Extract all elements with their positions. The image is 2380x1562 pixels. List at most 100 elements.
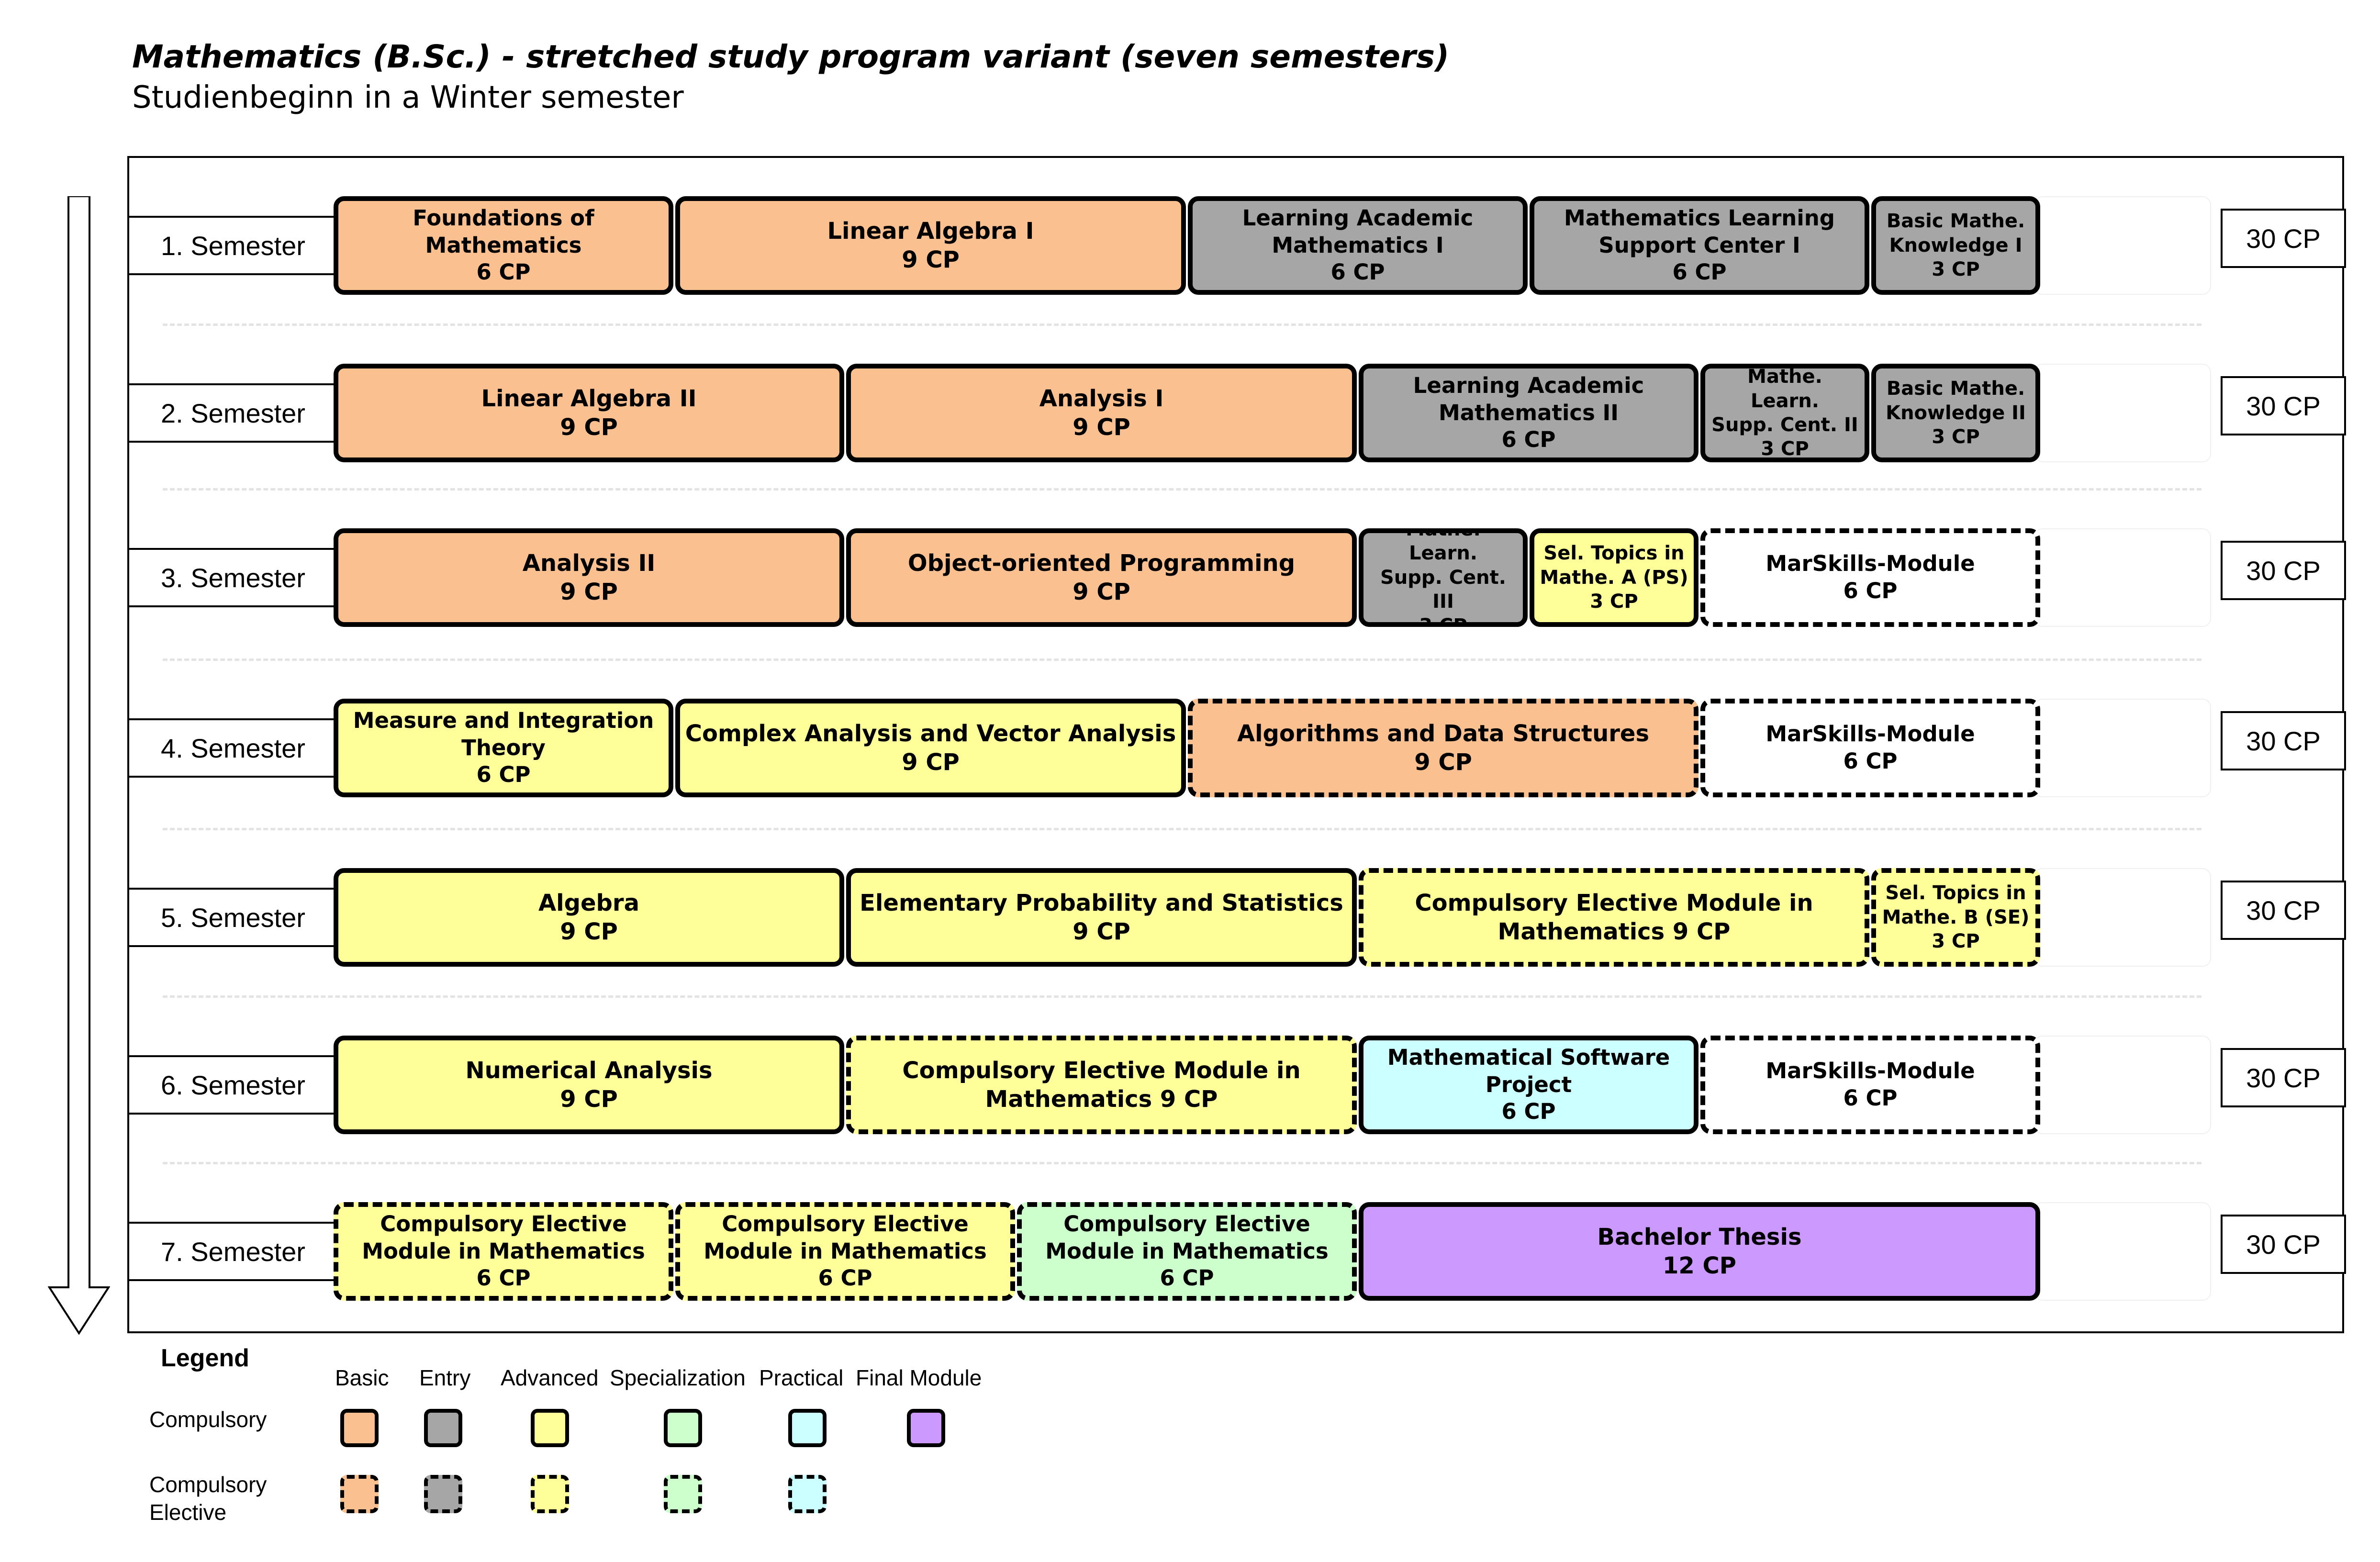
module-box: Measure and Integration Theory 6 CP: [334, 699, 673, 797]
legend-swatch-entry-compulsory: [424, 1409, 462, 1447]
module-label: Analysis II 9 CP: [522, 549, 656, 605]
module-box: Compulsory Elective Module in Mathematic…: [1359, 868, 1869, 967]
legend-swatch-final-compulsory: [907, 1409, 945, 1447]
module-box: Compulsory Elective Module in Mathematic…: [846, 1036, 1357, 1134]
module-box: MarSkills-Module 6 CP: [1700, 1036, 2040, 1134]
module-label: Mathe. Learn. Supp. Cent. II 3 CP: [1711, 366, 1858, 460]
module-label: Compulsory Elective Module in Mathematic…: [704, 1211, 987, 1291]
module-box: Mathe. Learn. Supp. Cent. III 3 CP: [1359, 528, 1528, 627]
module-box: Compulsory Elective Module in Mathematic…: [1017, 1202, 1357, 1301]
legend-category-basic: Basic: [335, 1365, 389, 1390]
module-label: Elementary Probability and Statistics 9 …: [860, 889, 1343, 945]
module-box: Learning Academic Mathematics I 6 CP: [1188, 196, 1528, 295]
legend-row-compulsory-elective: Compulsory Elective: [149, 1472, 267, 1525]
row-divider: [163, 488, 2201, 491]
semester-cp-total-1: 30 CP: [2221, 209, 2346, 268]
module-label: Algebra 9 CP: [538, 889, 639, 945]
module-label: Mathematics Learning Support Center I 6 …: [1564, 205, 1835, 285]
legend-swatch-practical-compulsory: [788, 1409, 827, 1447]
semester-label-6: 6. Semester: [127, 1055, 339, 1115]
legend-swatch-basic-compulsory: [340, 1409, 379, 1447]
module-box: Elementary Probability and Statistics 9 …: [846, 868, 1357, 967]
module-box: Algorithms and Data Structures 9 CP: [1188, 699, 1698, 797]
legend-category-practical: Practical: [759, 1365, 844, 1390]
empty-slot: [2034, 528, 2211, 627]
legend-swatch-specialization-elective: [664, 1475, 702, 1513]
module-box: Algebra 9 CP: [334, 868, 844, 967]
module-box: Bachelor Thesis 12 CP: [1359, 1202, 2040, 1301]
module-label: Numerical Analysis 9 CP: [465, 1057, 713, 1113]
module-label: Learning Academic Mathematics II 6 CP: [1413, 372, 1644, 453]
row-divider: [163, 995, 2201, 998]
row-divider: [163, 1162, 2201, 1164]
legend-category-final-module: Final Module: [856, 1365, 982, 1390]
module-label: Object-oriented Programming 9 CP: [907, 549, 1296, 605]
semester-cp-total-7: 30 CP: [2221, 1215, 2346, 1274]
legend-swatch-specialization-compulsory: [664, 1409, 702, 1447]
module-label: Basic Mathe. Knowledge I 3 CP: [1886, 210, 2025, 281]
page-subtitle: Studienbeginn in a Winter semester: [132, 80, 684, 115]
module-label: MarSkills-Module 6 CP: [1765, 1058, 1975, 1111]
row-divider: [163, 828, 2201, 830]
empty-slot: [2034, 364, 2211, 462]
module-label: Mathematical Software Project 6 CP: [1387, 1044, 1670, 1125]
module-box: Numerical Analysis 9 CP: [334, 1036, 844, 1134]
legend-row-compulsory: Compulsory: [149, 1407, 267, 1432]
legend-swatch-entry-elective: [424, 1475, 462, 1513]
module-box: Mathe. Learn. Supp. Cent. II 3 CP: [1700, 364, 1869, 462]
semester-cp-total-4: 30 CP: [2221, 711, 2346, 770]
module-box: Foundations of Mathematics 6 CP: [334, 196, 673, 295]
page-title: Mathematics (B.Sc.) - stretched study pr…: [132, 38, 1450, 75]
empty-slot: [2034, 868, 2211, 967]
semester-label-4: 4. Semester: [127, 718, 339, 778]
module-label: Sel. Topics in Mathe. B (SE) 3 CP: [1882, 882, 2030, 953]
module-box: Linear Algebra I 9 CP: [675, 196, 1186, 295]
module-label: Linear Algebra I 9 CP: [827, 217, 1034, 273]
semester-cp-total-5: 30 CP: [2221, 881, 2346, 940]
module-box: Basic Mathe. Knowledge II 3 CP: [1871, 364, 2040, 462]
time-arrow-icon: [48, 196, 110, 1335]
module-label: Compulsory Elective Module in Mathematic…: [362, 1211, 645, 1291]
module-box: Object-oriented Programming 9 CP: [846, 528, 1357, 627]
semester-label-3: 3. Semester: [127, 548, 339, 607]
semester-label-1: 1. Semester: [127, 216, 339, 275]
module-label: Basic Mathe. Knowledge II 3 CP: [1886, 378, 2026, 448]
legend-category-specialization: Specialization: [610, 1365, 746, 1390]
module-label: Linear Algebra II 9 CP: [481, 385, 697, 441]
module-label: Bachelor Thesis 12 CP: [1597, 1223, 1802, 1279]
module-label: Complex Analysis and Vector Analysis 9 C…: [685, 720, 1176, 776]
title-block: Mathematics (B.Sc.) - stretched study pr…: [132, 38, 1449, 115]
legend-swatch-practical-elective: [788, 1475, 827, 1513]
semester-cp-total-2: 30 CP: [2221, 376, 2346, 435]
module-label: Sel. Topics in Mathe. A (PS) 3 CP: [1540, 542, 1688, 613]
module-label: Compulsory Elective Module in Mathematic…: [1415, 889, 1813, 945]
legend-title: Legend: [161, 1344, 249, 1372]
module-box: Compulsory Elective Module in Mathematic…: [334, 1202, 673, 1301]
empty-slot: [2034, 1202, 2211, 1301]
module-box: Analysis I 9 CP: [846, 364, 1357, 462]
row-divider: [163, 658, 2201, 661]
empty-slot: [2034, 1036, 2211, 1134]
module-box: Sel. Topics in Mathe. B (SE) 3 CP: [1871, 868, 2040, 967]
module-label: Measure and Integration Theory 6 CP: [353, 707, 654, 788]
module-label: MarSkills-Module 6 CP: [1765, 551, 1975, 603]
module-box: Linear Algebra II 9 CP: [334, 364, 844, 462]
legend-category-advanced: Advanced: [501, 1365, 599, 1390]
module-label: Mathe. Learn. Supp. Cent. III 3 CP: [1380, 528, 1506, 627]
module-label: MarSkills-Module 6 CP: [1765, 721, 1975, 774]
module-box: Mathematics Learning Support Center I 6 …: [1530, 196, 1869, 295]
module-box: Learning Academic Mathematics II 6 CP: [1359, 364, 1698, 462]
module-box: MarSkills-Module 6 CP: [1700, 528, 2040, 627]
module-label: Compulsory Elective Module in Mathematic…: [1045, 1211, 1329, 1291]
legend-swatch-advanced-elective: [531, 1475, 569, 1513]
semester-label-5: 5. Semester: [127, 888, 339, 947]
legend-category-entry: Entry: [419, 1365, 471, 1390]
module-box: Compulsory Elective Module in Mathematic…: [675, 1202, 1015, 1301]
module-box: Mathematical Software Project 6 CP: [1359, 1036, 1698, 1134]
legend-swatch-advanced-compulsory: [531, 1409, 569, 1447]
module-box: MarSkills-Module 6 CP: [1700, 699, 2040, 797]
module-box: Basic Mathe. Knowledge I 3 CP: [1871, 196, 2040, 295]
module-label: Algorithms and Data Structures 9 CP: [1237, 720, 1650, 776]
module-label: Learning Academic Mathematics I 6 CP: [1242, 205, 1474, 285]
semester-cp-total-3: 30 CP: [2221, 541, 2346, 600]
